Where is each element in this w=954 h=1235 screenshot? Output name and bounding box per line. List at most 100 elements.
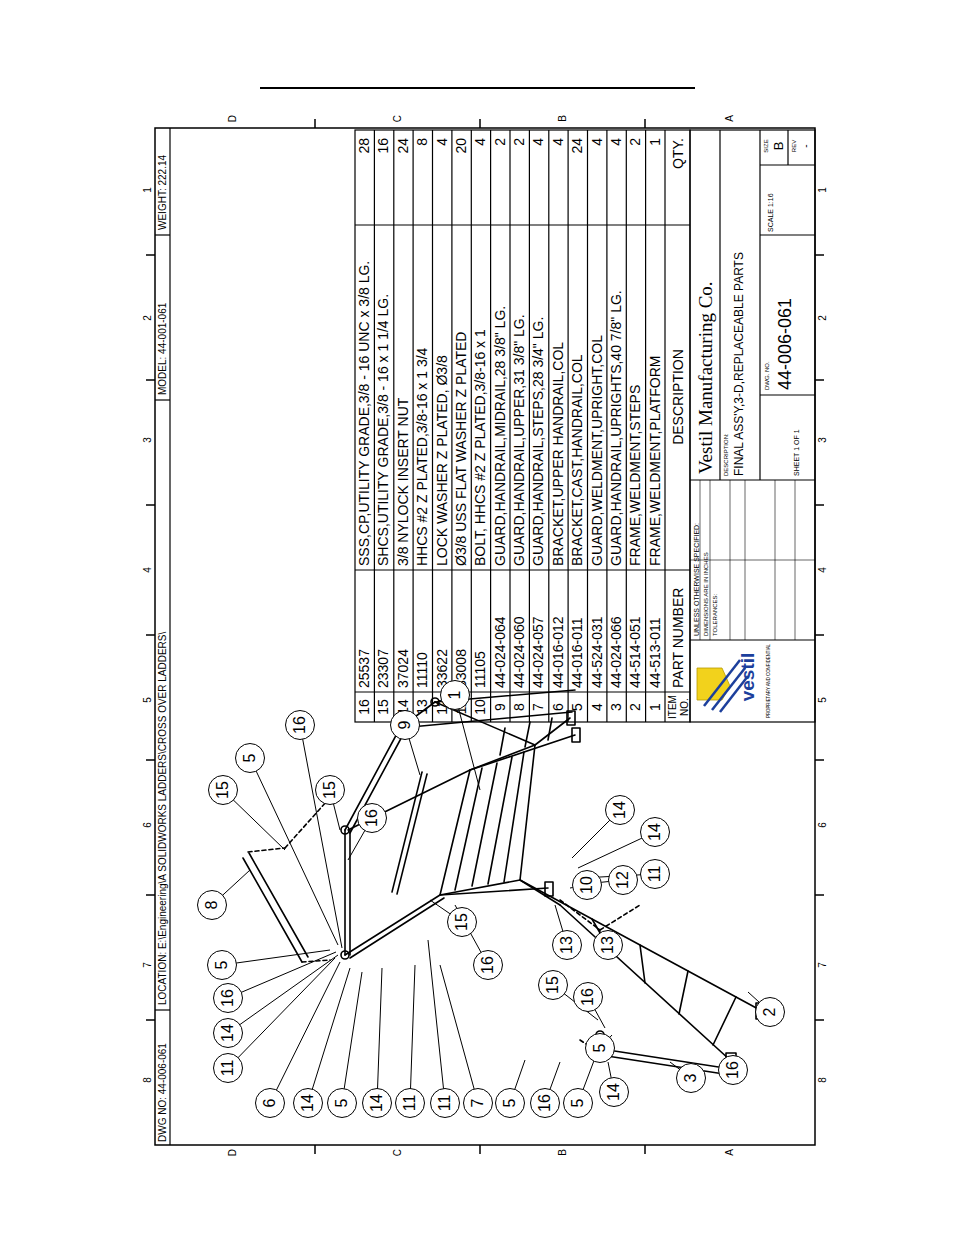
item-number: 10 [471, 692, 490, 722]
callout-number: 6 [262, 1099, 278, 1108]
item-number: 3 [607, 692, 626, 722]
callout-number: 13 [559, 936, 575, 954]
callout-circle: 5 [495, 1088, 525, 1118]
zone-number: 2 [141, 310, 154, 326]
quantity: 2 [626, 138, 645, 222]
part-number: 33008 [452, 573, 471, 688]
quantity: 4 [433, 138, 452, 222]
callout-number: 5 [502, 1099, 518, 1108]
callout-number: 16 [292, 716, 308, 734]
part-description: GUARD,HANDRAIL,UPRIGHTS,40 7/8" LG. [607, 228, 626, 566]
item-number: 4 [588, 692, 607, 722]
callout-circle: 12 [608, 865, 638, 895]
part-number: 44-024-066 [607, 573, 626, 688]
part-number: 44-513-011 [646, 573, 665, 688]
quantity: 16 [374, 138, 393, 222]
part-description: GUARD,HANDRAIL,STEPS,28 3/4" LG. [529, 228, 548, 566]
zone-number: 4 [141, 562, 154, 578]
callout-number: 16 [580, 988, 596, 1006]
callout-circle: 5 [327, 1088, 357, 1118]
callout-number: 14 [612, 801, 628, 819]
zone-number: 4 [816, 562, 829, 578]
part-number: 23307 [374, 573, 393, 688]
callout-circle: 3 [676, 1063, 706, 1093]
callout-circle: 15 [315, 775, 345, 805]
callout-circle: 16 [213, 983, 243, 1013]
callout-number: 11 [647, 866, 663, 883]
callout-circle: 5 [563, 1088, 593, 1118]
quantity: 24 [394, 138, 413, 222]
callout-number: 3 [683, 1074, 699, 1083]
sheet-size: B [771, 130, 786, 162]
field-label: REV [790, 130, 798, 162]
callout-circle: 11 [640, 859, 670, 889]
scale: SCALE 1:16 [766, 166, 776, 232]
part-description: FRAME,WELDMENT,STEPS [626, 228, 645, 566]
zone-number: 3 [141, 432, 154, 448]
part-description: SSS,CP,UTILITY GRADE,3/8 - 16 UNC x 3/8 … [355, 228, 374, 566]
part-number: 44-024-064 [491, 573, 510, 688]
item-number: 1 [646, 692, 665, 722]
zone-number: 8 [816, 1072, 829, 1088]
quantity: 4 [588, 138, 607, 222]
callout-number: 15 [545, 976, 561, 994]
callout-circle: 10 [572, 870, 602, 900]
callout-number: 10 [579, 876, 595, 894]
quantity: 1 [646, 138, 665, 222]
zone-number: 7 [141, 957, 154, 973]
callout-circle: 5 [585, 1033, 615, 1063]
callout-number: 11 [220, 1060, 236, 1077]
quantity: 8 [413, 138, 432, 222]
callout-number: 16 [537, 1094, 553, 1112]
zone-letter: D [226, 112, 240, 125]
callout-circle: 1 [440, 680, 470, 710]
quantity: 2 [491, 138, 510, 222]
callout-number: 9 [397, 721, 413, 730]
callout-circle: 11 [430, 1088, 460, 1118]
zone-letter: A [723, 1146, 737, 1159]
callout-number: 14 [647, 823, 663, 841]
zone-number: 6 [816, 817, 829, 833]
field-label: DESCRIPTION: [722, 386, 730, 476]
callout-circle: 11 [395, 1088, 425, 1118]
part-description: BRACKET,UPPER HANDRAIL,COL [549, 228, 568, 566]
column-header: ITEM NO. [666, 692, 690, 722]
callout-circle: 8 [197, 890, 227, 920]
callout-number: 5 [570, 1099, 586, 1108]
item-number: 5 [568, 692, 587, 722]
zone-letter: B [556, 1146, 570, 1159]
callout-number: 2 [762, 1008, 778, 1017]
callout-circle: 13 [593, 930, 623, 960]
part-description: LOCK WASHER Z PLATED, Ø3/8 [433, 228, 452, 566]
drawing-number: 44-006-061 [773, 240, 797, 390]
callout-number: 5 [592, 1044, 608, 1053]
callout-circle: 7 [463, 1088, 493, 1118]
callout-number: 14 [300, 1094, 316, 1112]
model-number: MODEL: 44-001-061 [155, 240, 170, 395]
zone-number: 2 [816, 310, 829, 326]
callout-number: 16 [480, 956, 496, 974]
callout-circle: 14 [640, 817, 670, 847]
part-number: 25537 [355, 573, 374, 688]
callout-circle: 14 [605, 795, 635, 825]
quantity: 4 [529, 138, 548, 222]
weight: WEIGHT: 222.14 [155, 130, 170, 230]
part-number: 44-024-060 [510, 573, 529, 688]
part-description: FRAME,WELDMENT,PLATFORM [646, 228, 665, 566]
callout-circle: 5 [207, 950, 237, 980]
zone-number: 6 [141, 817, 154, 833]
callout-number: 14 [369, 1094, 385, 1112]
column-header: DESCRIPTION [667, 228, 689, 566]
callout-circle: 14 [599, 1077, 629, 1107]
item-number: 7 [529, 692, 548, 722]
company-name: Vestil Manufacturing Co. [693, 236, 719, 474]
column-header: PART NUMBER [667, 573, 689, 688]
zone-number: 1 [141, 182, 154, 198]
note: UNLESS OTHERWISE SPECIFIED: [692, 486, 701, 636]
item-number: 9 [491, 692, 510, 722]
drawing-number: DWG NO: 44-006-061 [155, 1012, 170, 1142]
part-description: SHCS,UTILITY GRADE,3/8 - 16 x 1 1/4 LG. [374, 228, 393, 566]
part-number: 11105 [471, 573, 490, 688]
callout-circle: 15 [538, 970, 568, 1000]
